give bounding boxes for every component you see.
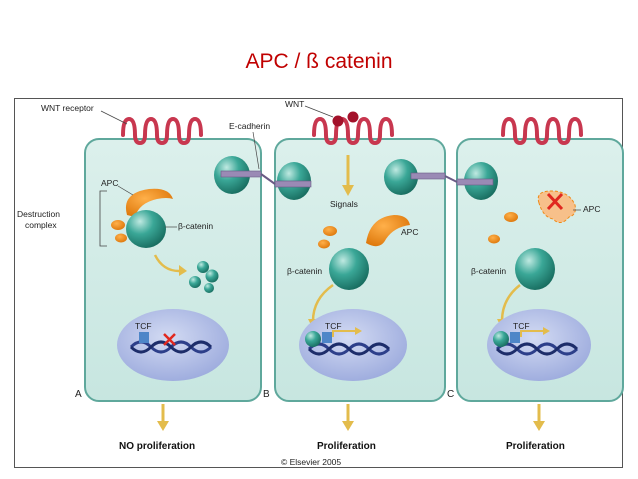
wnt-label: WNT <box>285 99 304 109</box>
wnt-receptor-b <box>312 116 394 146</box>
outcome-label-a: NO proliferation <box>119 441 195 452</box>
panel-label-c: C <box>447 389 454 400</box>
e-cadherin-ab-right <box>274 180 312 188</box>
wnt-ligand-2 <box>347 111 359 123</box>
apc-fragment-b2 <box>318 239 330 249</box>
nuclear-beta-catenin-b <box>305 331 321 347</box>
apc-protein-a <box>125 188 173 217</box>
pathway-figure: WNT receptor APC β-catenin Destruction c… <box>14 98 624 468</box>
transcription-arrow-b <box>332 330 355 337</box>
slide-title: APC / ß catenin <box>245 50 393 73</box>
apc-fragment-c2 <box>488 234 500 244</box>
apc-label-a: APC <box>101 178 118 188</box>
degraded-fragment-1 <box>197 261 209 273</box>
apc-mutation-x <box>546 192 564 211</box>
signals-label: Signals <box>330 199 358 209</box>
pathway-diagram: WNT receptor APC β-catenin Destruction c… <box>17 99 624 467</box>
apc-fragment-a1 <box>111 220 125 230</box>
inhibit-x-a <box>163 333 176 346</box>
beta-catenin-b <box>329 248 369 290</box>
outcome-label-c: Proliferation <box>506 441 565 452</box>
mutant-apc-c <box>537 190 576 223</box>
copyright-label: © Elsevier 2005 <box>281 457 341 467</box>
beta-catenin-label-b: β-catenin <box>287 266 322 276</box>
destruction-label-2: complex <box>25 220 57 230</box>
tcf-block-b <box>322 332 332 343</box>
tcf-block-a <box>139 332 149 343</box>
e-cadherin-bc-right <box>456 178 494 186</box>
wnt-receptor-a <box>121 116 203 146</box>
tcf-block-c <box>510 332 520 343</box>
beta-catenin-a <box>126 210 166 248</box>
wnt-receptor-label: WNT receptor <box>41 103 94 113</box>
tcf-label-a: TCF <box>135 321 152 331</box>
apc-label-b: APC <box>401 227 418 237</box>
apc-fragment-b1 <box>323 226 337 236</box>
degraded-fragment-3 <box>189 276 201 288</box>
nucleus-c <box>487 309 591 381</box>
panel-label-b: B <box>263 389 270 400</box>
nuclear-import-arrow-c <box>500 284 521 322</box>
wnt-ligand-1 <box>332 115 344 127</box>
wnt-receptor-c <box>501 116 583 146</box>
nuclear-import-arrow-b <box>311 283 334 322</box>
beta-catenin-c <box>515 248 555 290</box>
beta-catenin-label-a: β-catenin <box>178 221 213 231</box>
apc-protein-b <box>366 215 410 247</box>
destruction-label-1: Destruction <box>17 209 60 219</box>
apc-label-c: APC <box>583 204 600 214</box>
degradation-arrow <box>153 254 180 273</box>
membrane-beta-catenin-b2 <box>384 159 418 195</box>
nuclear-beta-catenin-c <box>493 331 509 347</box>
e-cadherin-bc-left <box>410 172 446 180</box>
tcf-label-c: TCF <box>513 321 530 331</box>
transcription-arrow-c <box>520 330 543 337</box>
e-cadherin-label: E-cadherin <box>229 121 270 131</box>
outcome-label-b: Proliferation <box>317 441 376 452</box>
degraded-fragment-4 <box>204 283 214 293</box>
beta-catenin-label-c: β-catenin <box>471 266 506 276</box>
panel-label-a: A <box>75 389 82 400</box>
e-cadherin-ab-left <box>220 170 262 178</box>
apc-fragment-c1 <box>504 212 518 222</box>
apc-fragment-a2 <box>115 233 127 243</box>
degraded-fragment-2 <box>205 269 219 283</box>
tcf-label-b: TCF <box>325 321 342 331</box>
